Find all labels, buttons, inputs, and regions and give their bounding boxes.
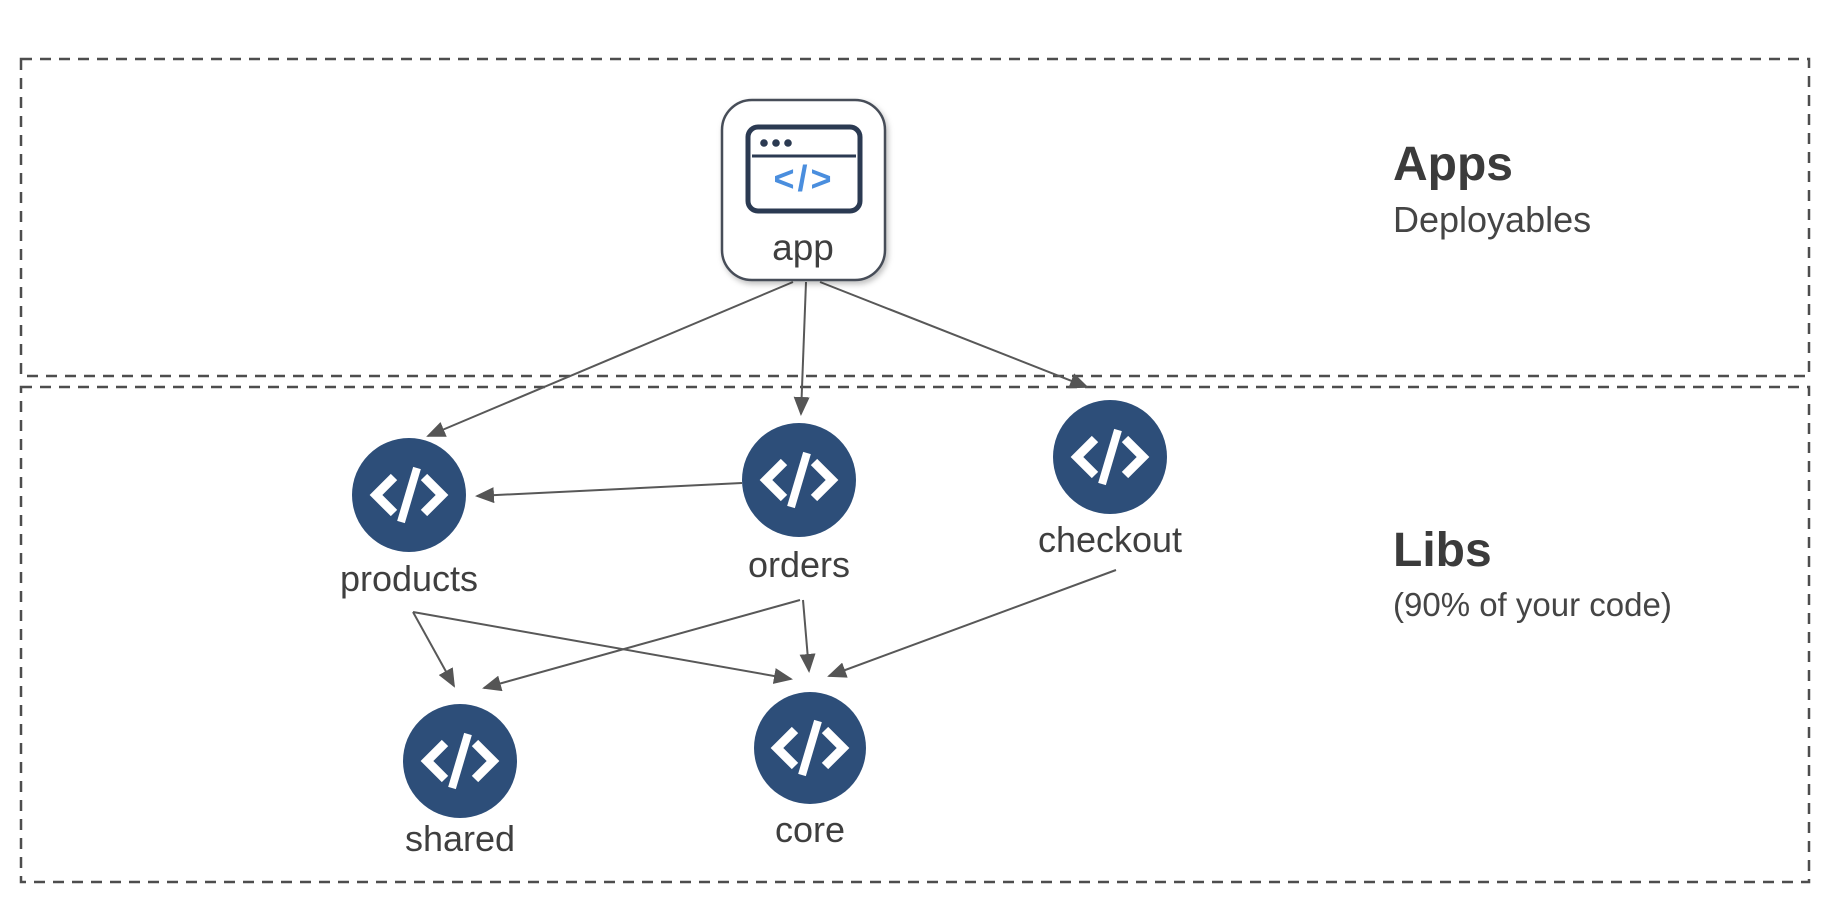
node-shared: shared bbox=[403, 704, 517, 859]
orders-label: orders bbox=[748, 544, 850, 585]
edge-orders-shared bbox=[482, 599, 801, 692]
edge-app-checkout bbox=[819, 281, 1089, 389]
browser-dot bbox=[784, 139, 792, 147]
libs-zone-label: Libs (90% of your code) bbox=[1393, 524, 1672, 623]
libs-zone-subtitle: (90% of your code) bbox=[1393, 586, 1672, 623]
libs-zone-border bbox=[19, 385, 1811, 884]
apps-zone-title: Apps bbox=[1393, 138, 1513, 191]
node-checkout: checkout bbox=[1038, 400, 1182, 560]
node-core: core bbox=[754, 692, 866, 850]
apps-zone-label: Apps Deployables bbox=[1393, 138, 1591, 240]
browser-window-code-icon: </> bbox=[745, 124, 863, 214]
products-label: products bbox=[340, 558, 478, 599]
shared-label: shared bbox=[405, 818, 515, 859]
apps-zone-subtitle: Deployables bbox=[1393, 199, 1591, 240]
checkout-label: checkout bbox=[1038, 519, 1182, 560]
edge-products-core bbox=[412, 611, 793, 684]
browser-dot bbox=[760, 139, 768, 147]
node-app: </> app bbox=[720, 98, 887, 282]
app-icon-code-glyph: </> bbox=[773, 158, 834, 199]
core-label: core bbox=[775, 809, 845, 850]
edge-checkout-core bbox=[827, 569, 1117, 678]
edges bbox=[412, 281, 1117, 692]
apps-zone-border bbox=[19, 57, 1811, 378]
libs-zone-title: Libs bbox=[1393, 524, 1492, 577]
node-orders: orders bbox=[742, 423, 856, 585]
browser-dot bbox=[772, 139, 780, 147]
app-node-label: app bbox=[772, 227, 834, 268]
edge-orders-products bbox=[475, 482, 743, 504]
node-products: products bbox=[340, 438, 478, 599]
edge-products-shared bbox=[412, 611, 455, 688]
edge-app-orders bbox=[793, 281, 810, 416]
edge-orders-core bbox=[799, 599, 816, 673]
edge-app-products bbox=[426, 281, 794, 437]
